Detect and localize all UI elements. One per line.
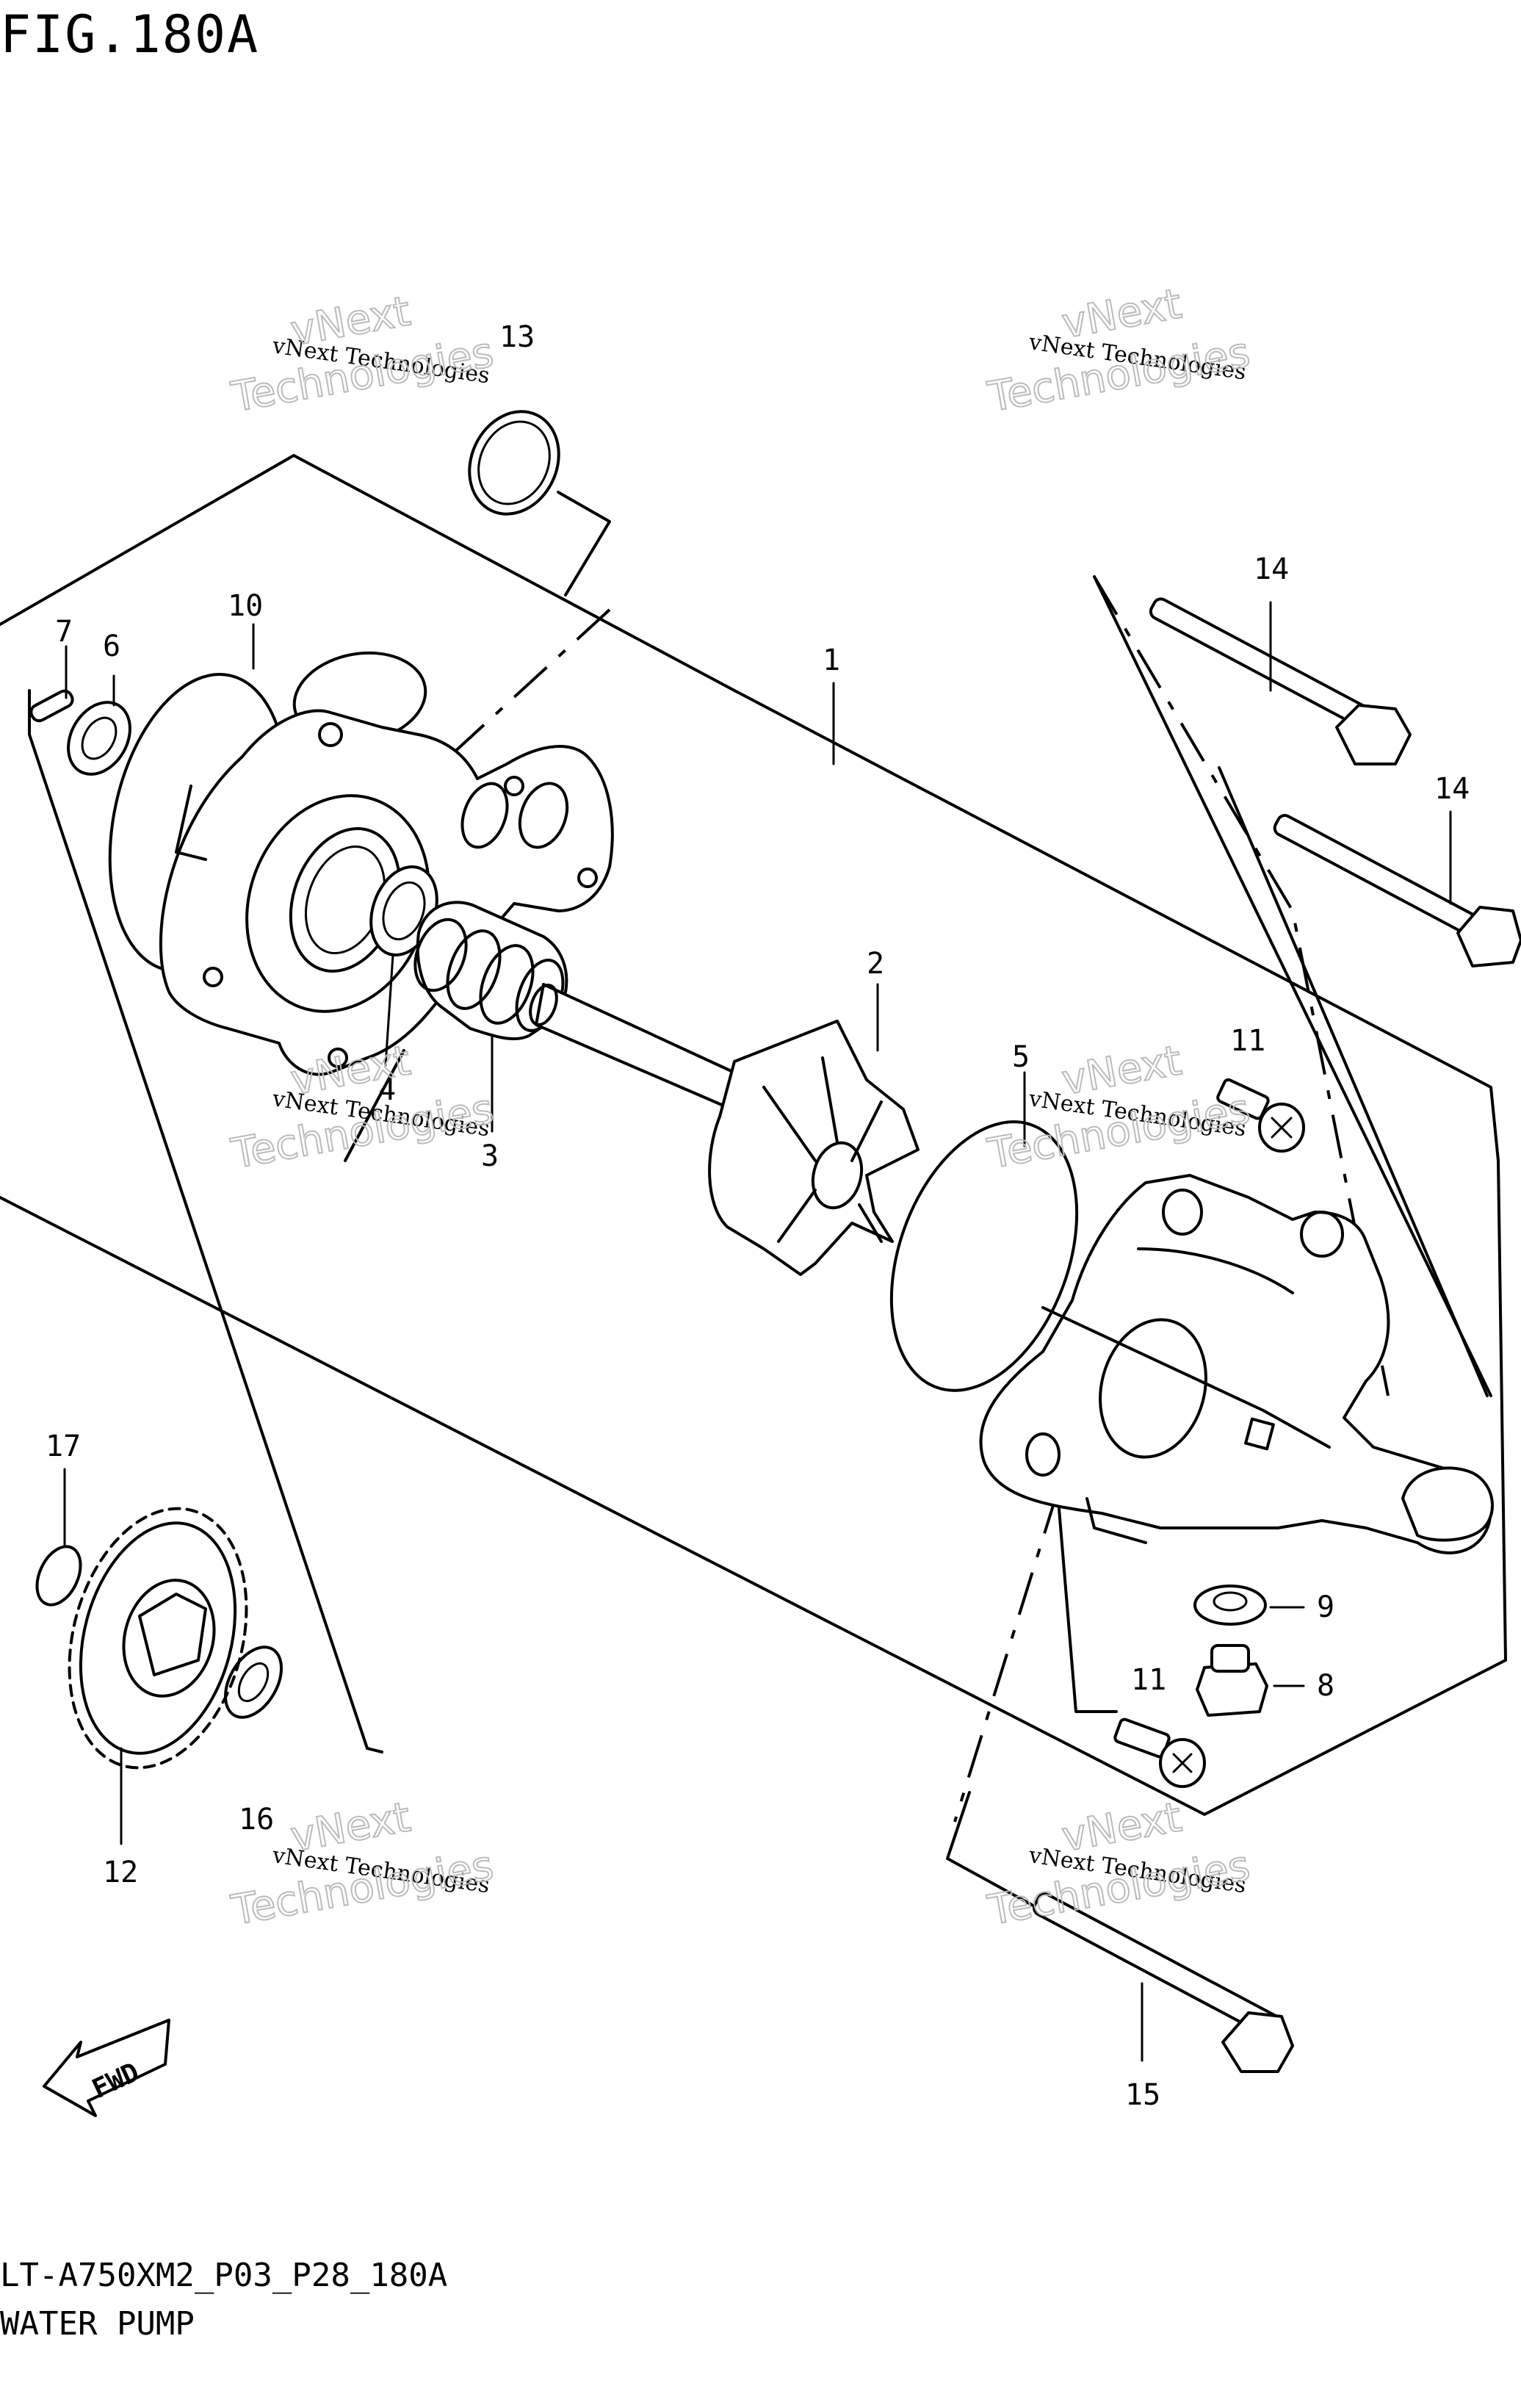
watermark-logo-text: vNext (1058, 280, 1185, 347)
part-8-drain-bolt (1196, 1644, 1305, 1717)
fwd-arrow-icon: FWD (43, 2019, 170, 2117)
callout-12: 12 (103, 1856, 138, 1889)
callout-1: 1 (823, 644, 840, 677)
watermark-logo-text: vNext (1058, 1793, 1185, 1861)
part-16-washer (224, 1645, 283, 1719)
document-subtitle: WATER PUMP (0, 2305, 195, 2343)
part-17-circlip (35, 1468, 82, 1607)
callout-11-upper: 11 (1230, 1024, 1265, 1058)
callout-3: 3 (481, 1139, 499, 1173)
part-14-bolt-lower (1273, 810, 1521, 967)
callout-10: 10 (228, 589, 263, 623)
watermark-logo-text: vNext (1058, 1037, 1185, 1104)
callout-numbers: 1 2 3 4 5 6 7 8 9 10 11 11 12 13 14 14 1… (46, 320, 1470, 2112)
part-12-sprocket-gear (68, 1507, 248, 1845)
watermark-mid-left: vNext Technologies Technologies vNext (227, 1036, 498, 1179)
watermark-logo-text: vNext (287, 1793, 413, 1861)
pump-body-housing (979, 1174, 1494, 1554)
callout-8: 8 (1317, 1669, 1334, 1703)
part-13-o-ring (468, 410, 611, 596)
callout-5: 5 (1012, 1040, 1030, 1074)
part-3-mechanical-seal-shaft (413, 901, 736, 1133)
watermark-bottom-right: vNext Technologies Technologies vNext (983, 1792, 1254, 1936)
callout-2: 2 (867, 947, 884, 981)
callout-9: 9 (1317, 1590, 1334, 1624)
watermark-top-left: vNext Technologies Technologies vNext (227, 286, 498, 422)
watermark-top-right: vNext Technologies Technologies vNext (983, 279, 1254, 422)
part-2-impeller (708, 983, 920, 1276)
part-6-washer (67, 701, 131, 776)
callout-13: 13 (499, 320, 535, 354)
callout-14-lower: 14 (1434, 772, 1470, 806)
part-7-dowel-pin (29, 689, 74, 723)
part-14-bolt-upper (1149, 597, 1412, 765)
part-11-screw-lower (1113, 1717, 1206, 1788)
callout-4: 4 (378, 1073, 396, 1107)
part-9-washer (1193, 1585, 1305, 1626)
callout-7: 7 (55, 615, 73, 649)
leader-lines (65, 623, 835, 765)
part-11-screw-upper (1216, 1078, 1305, 1153)
callout-16: 16 (239, 1803, 274, 1836)
part-5-o-ring (889, 1071, 1079, 1392)
callout-17: 17 (46, 1430, 81, 1463)
part-15-bolt (1033, 1892, 1294, 2073)
watermark-bottom-left: vNext Technologies Technologies vNext (227, 1792, 498, 1936)
figure-title: FIG.180A (0, 4, 260, 65)
callout-15: 15 (1125, 2078, 1160, 2112)
callout-6: 6 (103, 630, 120, 663)
callout-11-lower: 11 (1131, 1663, 1166, 1697)
callout-14-upper: 14 (1254, 552, 1289, 586)
document-code: LT-A750XM2_P03_P28_180A (0, 2257, 448, 2294)
